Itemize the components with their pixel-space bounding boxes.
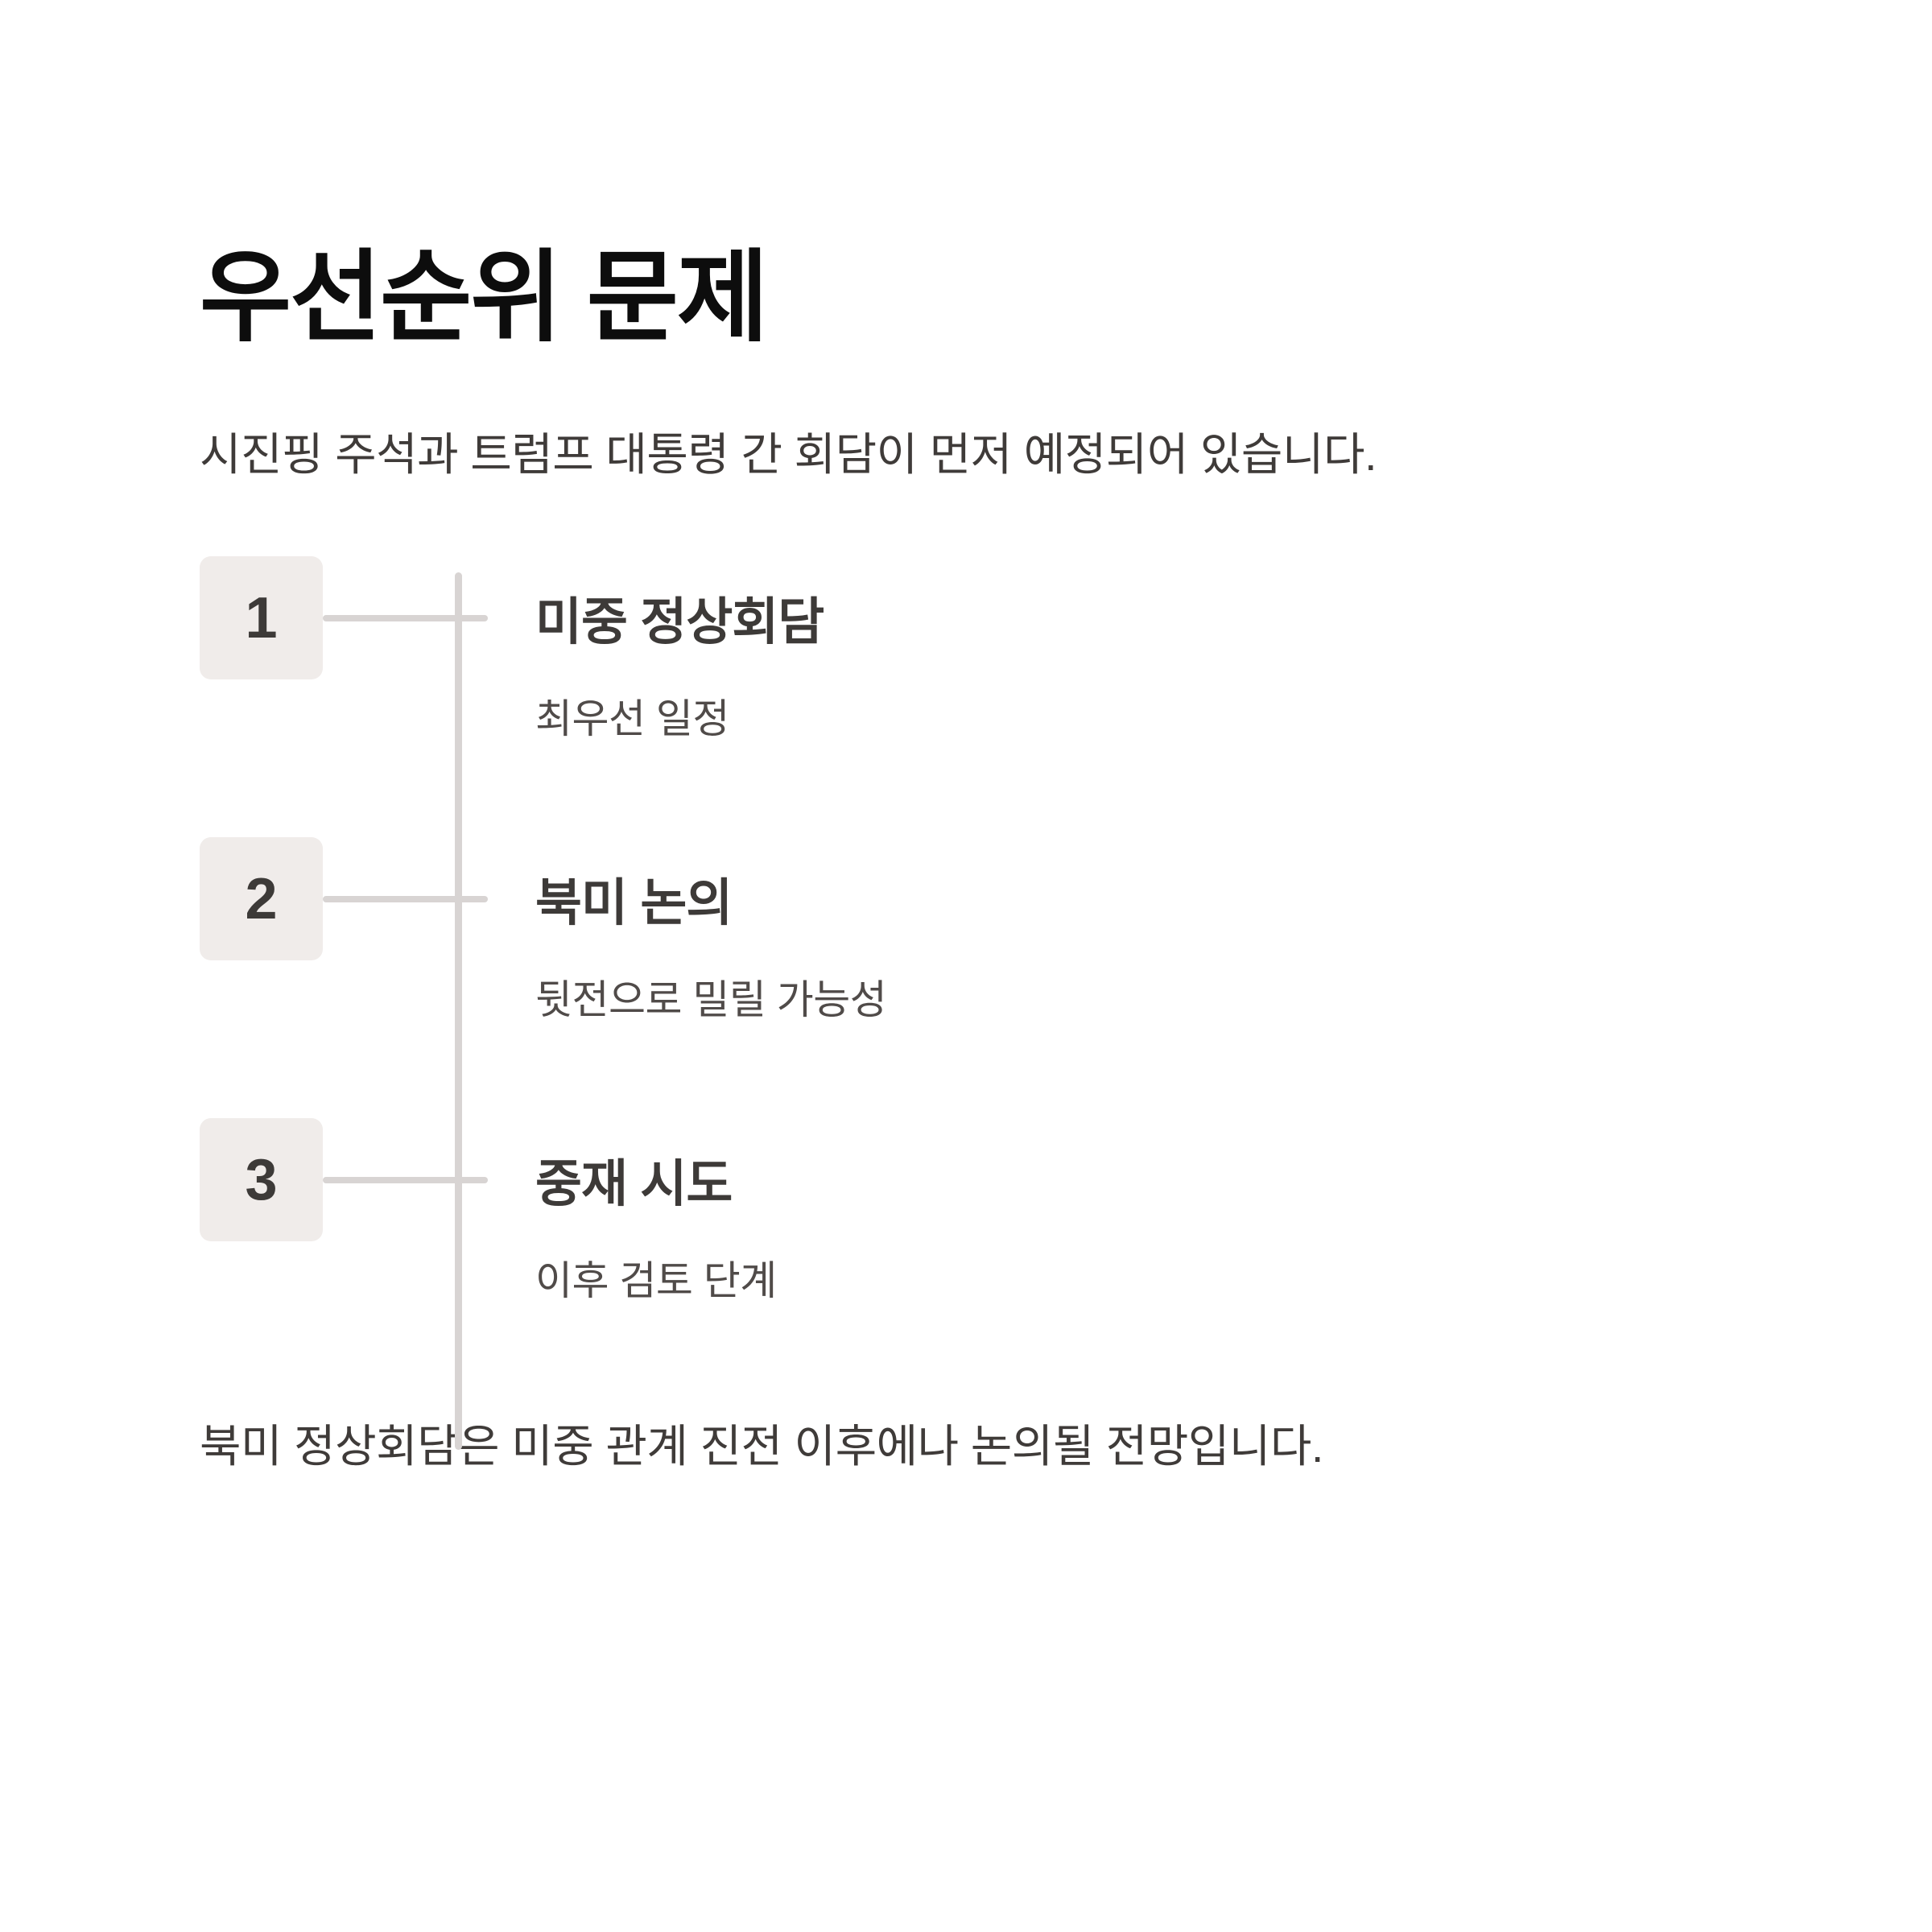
step-number: 3 (245, 1147, 278, 1212)
timeline-item: 1 미중 정상회담 최우선 일정 (200, 556, 1732, 747)
page-subtitle: 시진핑 주석과 트럼프 대통령 간 회담이 먼저 예정되어 있습니다. (200, 429, 1377, 481)
connector-line (323, 615, 488, 622)
connector-line (323, 1177, 488, 1184)
timeline-item-title: 중재 시도 (535, 1156, 733, 1213)
timeline-item-header: 3 중재 시도 (200, 1118, 1732, 1242)
step-badge-3: 3 (200, 1118, 323, 1242)
priority-timeline: 1 미중 정상회담 최우선 일정 2 북미 논의 뒷전으로 밀릴 가능성 3 (200, 556, 1732, 1451)
step-number: 2 (245, 866, 278, 931)
timeline-item: 2 북미 논의 뒷전으로 밀릴 가능성 (200, 837, 1732, 1028)
timeline-item-header: 2 북미 논의 (200, 837, 1732, 961)
step-badge-1: 1 (200, 556, 323, 680)
step-badge-2: 2 (200, 837, 323, 961)
footer-note: 북미 정상회담은 미중 관계 진전 이후에나 논의될 전망입니다. (200, 1421, 1323, 1472)
step-number: 1 (245, 585, 278, 650)
page-title: 우선순위 문제 (200, 242, 769, 353)
timeline-item-title: 미중 정상회담 (535, 594, 824, 651)
timeline-spine-line (455, 572, 462, 1451)
timeline-item-header: 1 미중 정상회담 (200, 556, 1732, 680)
timeline-item-description: 뒷전으로 밀릴 가능성 (535, 977, 887, 1023)
timeline-item: 3 중재 시도 이후 검토 단계 (200, 1118, 1732, 1309)
connector-line (323, 896, 488, 903)
timeline-item-title: 북미 논의 (535, 875, 733, 932)
timeline-item-description: 이후 검토 단계 (535, 1258, 777, 1304)
timeline-item-description: 최우선 일정 (535, 696, 729, 742)
